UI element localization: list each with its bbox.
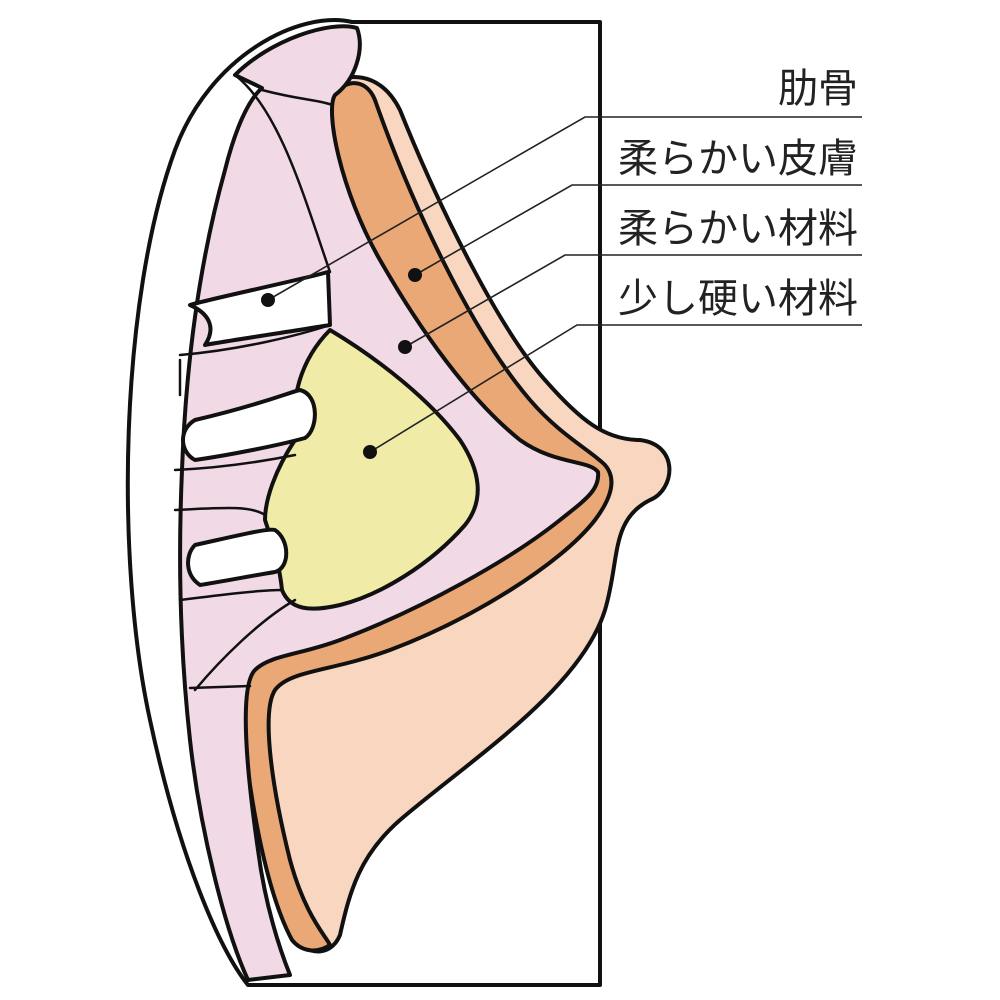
label-firmer-material: 少し硬い材料 bbox=[618, 276, 858, 322]
rib-1 bbox=[188, 270, 332, 347]
leader-line-soft-material bbox=[404, 254, 862, 348]
chest-segment-line-3 bbox=[178, 323, 332, 357]
pointer-dot-rib bbox=[261, 293, 275, 307]
chest-segment-line-7 bbox=[178, 588, 284, 602]
pointer-dot-soft-material bbox=[398, 340, 412, 354]
pointer-dot-soft-skin bbox=[408, 268, 422, 282]
chest-segment-line-1 bbox=[233, 73, 332, 274]
label-rib: 肋骨 bbox=[778, 66, 858, 112]
leader-line-soft-skin bbox=[414, 184, 862, 276]
chest-segment-line-6 bbox=[173, 506, 267, 517]
chest-segment-line-8 bbox=[193, 598, 297, 692]
rib-3 bbox=[186, 527, 289, 587]
label-soft-skin: 柔らかい皮膚 bbox=[618, 136, 858, 182]
leader-line-firmer-material bbox=[369, 324, 862, 453]
chest-segment-line-5 bbox=[173, 453, 297, 472]
leader-line-rib bbox=[267, 116, 862, 301]
rib-2 bbox=[181, 388, 317, 462]
chest-segment-line-2 bbox=[260, 88, 334, 107]
chest-segment-line-9 bbox=[188, 684, 252, 690]
label-soft-material: 柔らかい材料 bbox=[618, 206, 858, 252]
pointer-dot-firmer-material bbox=[363, 445, 377, 459]
